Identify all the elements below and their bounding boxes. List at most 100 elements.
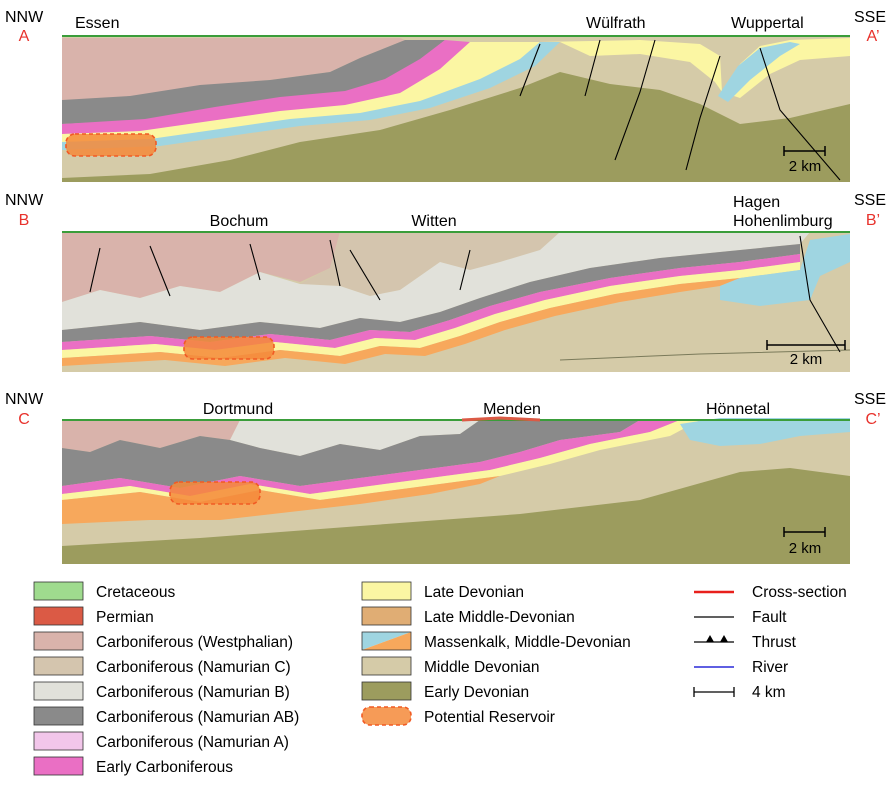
section-c-end-direction: SSE — [854, 391, 886, 408]
namurian-ab-unit — [62, 420, 640, 488]
late-devonian-unit — [62, 42, 540, 142]
legend-swatch-late-devonian — [361, 581, 412, 601]
early-carboniferous-unit — [62, 254, 800, 350]
legend-swatch-potential-reservoir — [361, 706, 412, 726]
section-a-start-label: A — [19, 28, 30, 45]
legend-label-scale-4km: 4 km — [752, 684, 786, 701]
legend-label-massenkalk: Massenkalk, Middle-Devonian — [424, 634, 631, 651]
late-middle-devonian-unit — [62, 476, 500, 524]
legend-label-namurian-b: Carboniferous (Namurian B) — [96, 684, 290, 701]
massenkalk-unit-wuppertal — [718, 42, 800, 102]
cross-section-b: NNW B SSE B’ Bochum Witten Hagen Hohenli… — [5, 192, 886, 372]
namurian-b-unit — [230, 420, 480, 456]
legend-label-namurian-c: Carboniferous (Namurian C) — [96, 659, 291, 676]
scale-bar-b: 2 km — [766, 340, 846, 368]
legend-label-namurian-ab: Carboniferous (Namurian AB) — [96, 709, 299, 726]
namurian-b-unit — [62, 232, 810, 330]
legend-label-potential-reservoir: Potential Reservoir — [424, 709, 555, 726]
place-label-wuppertal: Wuppertal — [731, 15, 804, 32]
late-middle-devonian-unit — [62, 278, 740, 366]
section-b-start-direction: NNW — [5, 192, 44, 209]
section-b-end-direction: SSE — [854, 192, 886, 209]
legend-label-permian: Permian — [96, 609, 154, 626]
place-label-dortmund: Dortmund — [203, 401, 273, 418]
potential-reservoir-c — [169, 481, 261, 505]
legend-swatch-cretaceous — [33, 581, 84, 601]
section-a-strata: 2 km — [62, 35, 850, 182]
late-devonian-unit — [62, 262, 800, 358]
place-label-essen: Essen — [75, 15, 119, 32]
legend-label-thrust: Thrust — [752, 634, 797, 651]
legend-label-middle-devonian: Middle Devonian — [424, 659, 539, 676]
namurian-ab-unit — [62, 40, 445, 124]
legend: Cretaceous Permian Carboniferous (Westph… — [33, 581, 847, 776]
legend-label-early-devonian: Early Devonian — [424, 684, 529, 701]
section-b-end-label: B’ — [866, 212, 880, 229]
place-label-wulfrath: Wülfrath — [586, 15, 646, 32]
legend-icon-scale-bar — [693, 687, 735, 697]
legend-label-cretaceous: Cretaceous — [96, 584, 176, 601]
early-devonian-boundary — [559, 349, 851, 361]
legend-swatch-massenkalk — [361, 631, 412, 651]
legend-label-namurian-a: Carboniferous (Namurian A) — [96, 734, 289, 751]
legend-swatch-namurian-ab — [33, 706, 84, 726]
legend-label-river: River — [752, 659, 788, 676]
early-carboniferous-unit — [62, 40, 470, 134]
cross-section-c: NNW C SSE C’ Dortmund Menden Hönnetal 2 … — [5, 391, 886, 564]
place-label-honnetal: Hönnetal — [706, 401, 770, 418]
legend-swatch-early-devonian — [361, 681, 412, 701]
section-b-faults — [89, 235, 841, 353]
namurian-c-unit — [300, 232, 560, 296]
westphalian-unit — [62, 38, 405, 100]
section-c-start-label: C — [18, 411, 30, 428]
section-a-end-label: A’ — [866, 28, 879, 45]
section-c-strata: 2 km — [62, 416, 850, 564]
cross-section-a: NNW A SSE A’ Essen Wülfrath Wuppertal — [5, 9, 886, 182]
potential-reservoir-a — [65, 133, 157, 157]
section-a-start-direction: NNW — [5, 9, 44, 26]
legend-swatch-permian — [33, 606, 84, 626]
legend-swatch-middle-devonian — [361, 656, 412, 676]
legend-label-westphalian: Carboniferous (Westphalian) — [96, 634, 293, 651]
massenkalk-unit — [720, 234, 850, 306]
legend-icon-thrust — [694, 635, 734, 643]
place-label-witten: Witten — [411, 213, 456, 230]
early-carboniferous-unit — [62, 420, 680, 496]
early-devonian-unit — [62, 72, 850, 182]
legend-label-late-devonian: Late Devonian — [424, 584, 524, 601]
section-c-start-direction: NNW — [5, 391, 44, 408]
legend-label-fault: Fault — [752, 609, 787, 626]
westphalian-unit — [62, 420, 240, 452]
section-b-strata: 2 km — [62, 231, 851, 372]
namurian-ab-unit — [62, 244, 800, 342]
scale-bar-a: 2 km — [783, 146, 826, 175]
legend-swatch-westphalian — [33, 631, 84, 651]
late-devonian-unit-east — [540, 40, 722, 92]
massenkalk-unit — [62, 42, 560, 150]
place-label-hagen: Hagen — [733, 194, 780, 211]
late-devonian-unit — [62, 420, 700, 502]
potential-reservoir-b — [183, 336, 275, 360]
section-a-faults — [519, 39, 841, 181]
legend-swatch-namurian-c — [33, 656, 84, 676]
legend-swatch-namurian-b — [33, 681, 84, 701]
permian-outcrop — [461, 416, 541, 422]
scale-label-c: 2 km — [789, 540, 822, 557]
legend-swatch-early-carboniferous — [33, 756, 84, 776]
place-label-bochum: Bochum — [210, 213, 269, 230]
section-b-start-label: B — [19, 212, 30, 229]
massenkalk-unit — [680, 418, 850, 446]
early-devonian-unit — [62, 468, 850, 564]
scale-label-a: 2 km — [789, 158, 822, 175]
westphalian-unit — [62, 232, 340, 302]
place-label-menden: Menden — [483, 401, 541, 418]
legend-label-late-middle-devonian: Late Middle-Devonian — [424, 609, 575, 626]
section-c-end-label: C’ — [865, 411, 880, 428]
scale-bar-c: 2 km — [783, 527, 826, 557]
place-label-hohenlimburg: Hohenlimburg — [733, 213, 833, 230]
legend-label-cross-section: Cross-section — [752, 584, 847, 601]
section-a-end-direction: SSE — [854, 9, 886, 26]
legend-label-early-carboniferous: Early Carboniferous — [96, 759, 233, 776]
legend-swatch-namurian-a — [33, 731, 84, 751]
